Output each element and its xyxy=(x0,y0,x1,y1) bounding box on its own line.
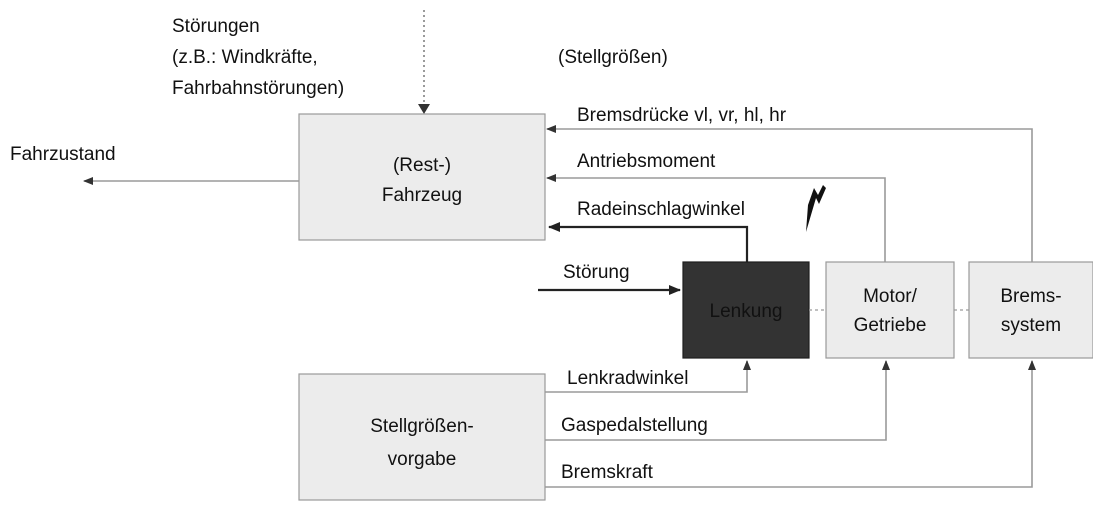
brake-box-line2: system xyxy=(1001,315,1061,336)
vehicle-box-line2: Fahrzeug xyxy=(382,185,462,206)
brake-force-line xyxy=(545,360,1036,488)
disturbances-line3: Fahrbahnstörungen) xyxy=(172,78,344,99)
motor-box xyxy=(825,261,955,359)
brake-box xyxy=(968,261,1093,359)
disturbance-input-arrowhead xyxy=(418,104,430,114)
stellgroessen-caption: (Stellgrößen) xyxy=(558,47,668,68)
pedal-position-line xyxy=(545,360,890,441)
steering-box xyxy=(682,261,810,359)
disturbances-line2: (z.B.: Windkräfte, xyxy=(172,47,318,68)
signal-brake-force: Bremskraft xyxy=(561,462,654,483)
signal-disturbance: Störung xyxy=(563,262,630,283)
disturbances-line1: Störungen xyxy=(172,16,260,37)
signal-drive-torque: Antriebsmoment xyxy=(577,151,716,172)
input-box-line1: Stellgrößen- xyxy=(370,416,474,437)
wheel-angle-line xyxy=(548,222,749,262)
brake-pressure-line xyxy=(546,125,1033,262)
output-label: Fahrzustand xyxy=(10,144,116,165)
lightning-icon xyxy=(806,185,826,232)
steering-box-label: Lenkung xyxy=(710,301,783,322)
signal-pedal-position: Gaspedalstellung xyxy=(561,415,708,436)
vehicle-box xyxy=(298,113,546,241)
vehicle-box-line1: (Rest-) xyxy=(393,155,451,176)
motor-box-line2: Getriebe xyxy=(854,315,927,336)
signal-steering-wheel-angle: Lenkradwinkel xyxy=(567,368,688,389)
motor-box-line1: Motor/ xyxy=(863,286,918,307)
signal-wheel-angle: Radeinschlagwinkel xyxy=(577,199,745,220)
steering-wheel-angle-line xyxy=(545,360,751,393)
input-box xyxy=(298,373,546,501)
brake-box-line1: Brems- xyxy=(1000,286,1061,307)
drive-torque-line xyxy=(546,174,886,262)
input-box-line2: vorgabe xyxy=(388,449,457,470)
signal-brake-pressures: Bremsdrücke vl, vr, hl, hr xyxy=(577,105,787,126)
